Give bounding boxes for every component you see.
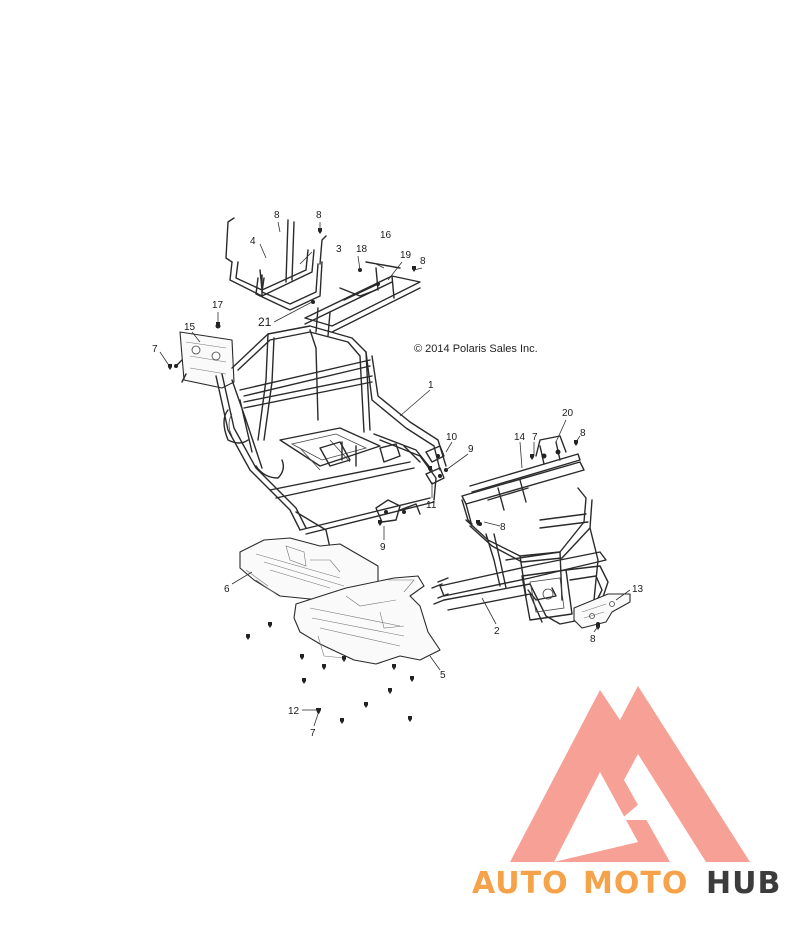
- callout-label: 9: [468, 444, 474, 455]
- callout-label: 16: [380, 230, 392, 241]
- watermark-text-auto: AUTO: [472, 866, 569, 901]
- callout-label: 6: [224, 584, 230, 595]
- fasteners: [168, 228, 600, 724]
- rear-cross-assembly: [461, 435, 585, 527]
- callout-label: 8: [316, 210, 322, 221]
- bracket-13: [573, 593, 631, 629]
- seat-support-bracket-4: [225, 217, 315, 297]
- triangle-logo-icon: [510, 686, 750, 862]
- callout-label: 5: [440, 670, 446, 681]
- seat-support-bracket-3: [255, 235, 327, 311]
- callout-label: 8: [420, 256, 426, 267]
- callout-label: 7: [152, 344, 158, 355]
- callout-label: 8: [580, 428, 586, 439]
- callout-label: 15: [184, 322, 196, 333]
- callout-label: 4: [250, 236, 256, 247]
- skid-plate-6: [239, 537, 379, 601]
- callout-label: 8: [274, 210, 280, 221]
- callout-label: 20: [562, 408, 574, 419]
- callout-label: 18: [356, 244, 368, 255]
- callout-label: 13: [632, 584, 644, 595]
- callout-label: 3: [336, 244, 342, 255]
- callout-label: 7: [310, 728, 316, 739]
- bracket-15: [174, 323, 235, 389]
- watermark-text-moto: MOTO: [583, 866, 688, 901]
- callout-label: 9: [380, 542, 386, 553]
- skid-plate-5: [293, 575, 441, 665]
- callout-label: 7: [532, 432, 538, 443]
- callout-label: 14: [514, 432, 526, 443]
- copyright-notice: © 2014 Polaris Sales Inc.: [414, 343, 538, 355]
- callout-label: 17: [212, 300, 224, 311]
- callout-label: 8: [590, 634, 596, 645]
- callout-label: 12: [288, 706, 300, 717]
- callout-label: 19: [400, 250, 412, 261]
- callout-label: 10: [446, 432, 458, 443]
- callout-label: 11: [426, 500, 437, 511]
- callout-label: 1: [428, 380, 434, 391]
- cross-tube-assembly: [304, 261, 421, 337]
- leader-lines: [159, 221, 631, 727]
- callout-numbers: 8 8 4 3 16 18 19 8 21 17 15 7 1 20 14 7 …: [152, 210, 644, 739]
- main-frame-1: [215, 325, 448, 549]
- callout-label: 2: [494, 626, 500, 637]
- automotohub-watermark-logo: AUTO MOTO HUB: [472, 686, 781, 901]
- callout-label: 21: [258, 315, 272, 329]
- watermark-text-hub: HUB: [706, 866, 781, 901]
- rear-frame-2: [431, 487, 609, 625]
- callout-label: 8: [500, 522, 506, 533]
